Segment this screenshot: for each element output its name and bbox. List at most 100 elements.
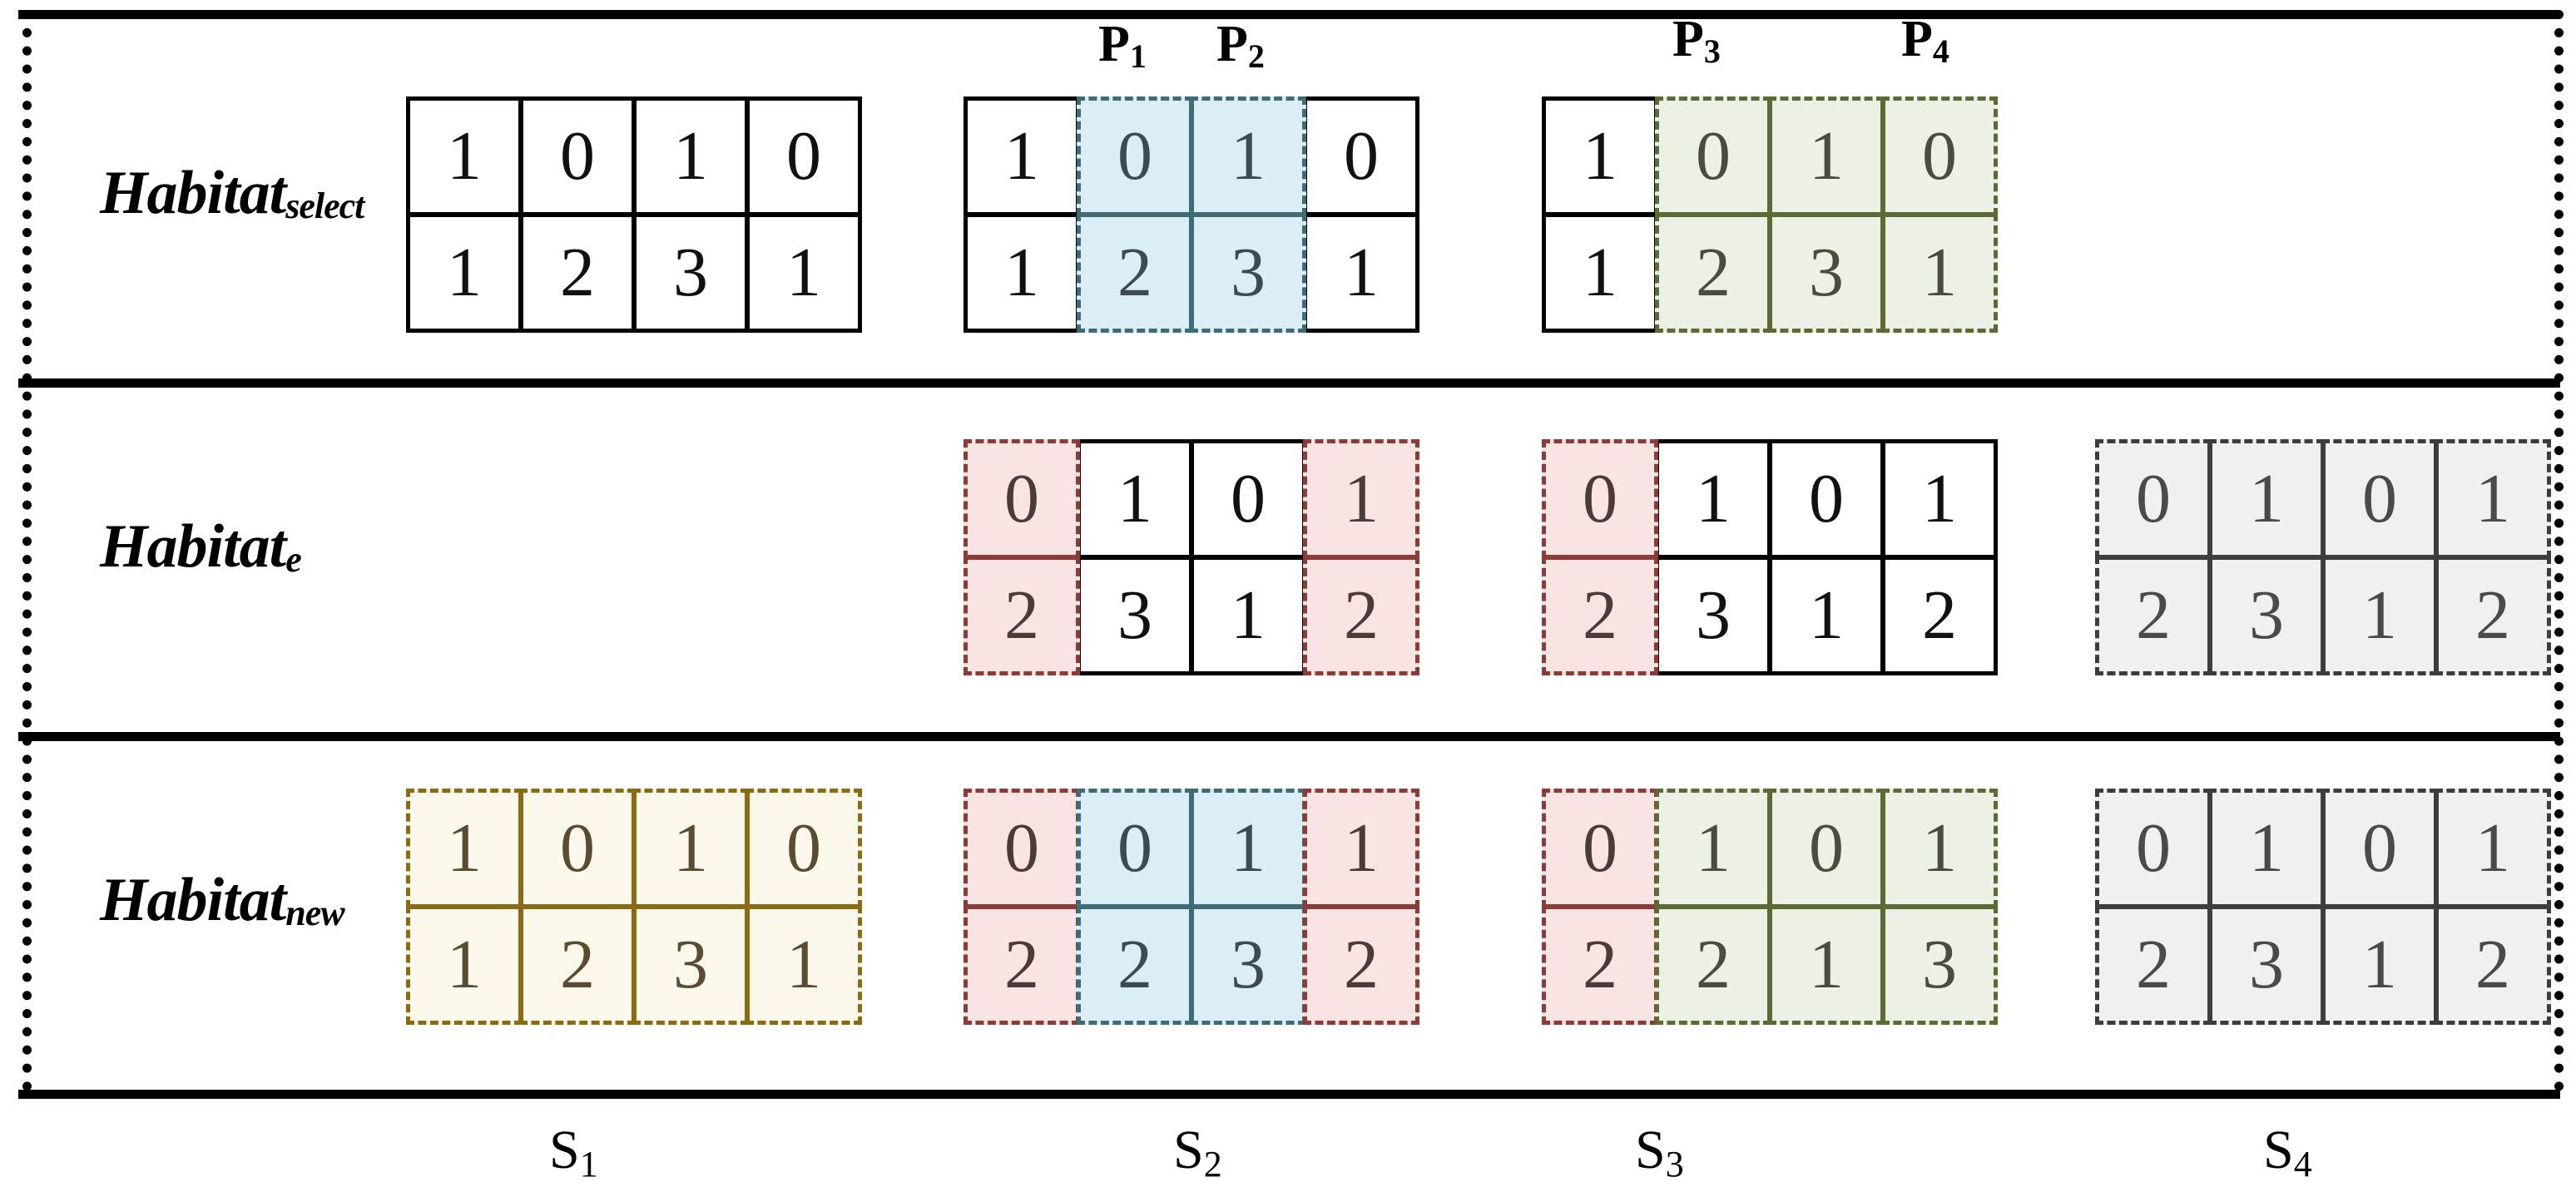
grid-cell: 1 [1768, 96, 1885, 216]
grid-cell: 0 [1542, 789, 1658, 908]
grid-cell: 0 [1655, 96, 1771, 216]
p-marker-3: P3 [1672, 10, 1721, 70]
grid-cell: 2 [1542, 556, 1658, 675]
grid-cell: 1 [2208, 789, 2325, 908]
grid-cell: 2 [2435, 556, 2551, 675]
p-marker-subscript: 4 [1932, 32, 1949, 70]
column-caption-main: S [1173, 1120, 1204, 1180]
grid-cell: 0 [1542, 439, 1658, 559]
grid-cell: 1 [1542, 96, 1658, 216]
grid-cell: 0 [2095, 789, 2212, 908]
grid-cell: 3 [632, 905, 749, 1025]
p-marker-subscript: 3 [1703, 32, 1721, 70]
grid-cell: 2 [2095, 905, 2212, 1025]
column-caption-S1: S1 [549, 1119, 598, 1185]
row-label-subscript: select [285, 185, 364, 226]
grid-cell: 3 [1655, 556, 1771, 675]
grid-cell: 1 [1881, 789, 1998, 908]
grid-cell: 1 [746, 213, 862, 333]
grid-cell: 0 [2321, 439, 2438, 559]
grid-cell: 2 [1077, 213, 1193, 333]
grid-cell: 0 [1881, 96, 1998, 216]
grid-cell: 1 [1303, 213, 1419, 333]
grid-cell: 1 [1768, 905, 1885, 1025]
row-label-main: Habitat [100, 512, 286, 581]
column-caption-subscript: 2 [1203, 1144, 1222, 1185]
grid-cell: 2 [964, 905, 1080, 1025]
grid-cell: 1 [632, 96, 749, 216]
grid-cell: 0 [1768, 789, 1885, 908]
grid-cell: 0 [519, 789, 636, 908]
grid-cell: 1 [1190, 789, 1306, 908]
grid-cell: 2 [1542, 905, 1658, 1025]
grid-cell: 2 [519, 213, 636, 333]
grid-cell: 1 [1190, 96, 1306, 216]
dotted-border-right [2554, 10, 2564, 1091]
grid-cell: 1 [1881, 213, 1998, 333]
grid-cell: 0 [2095, 439, 2212, 559]
grid-cell: 1 [406, 905, 523, 1025]
p-marker-main: P [1098, 16, 1130, 72]
grid-cell: 1 [1655, 789, 1771, 908]
grid-cell: 1 [1077, 439, 1193, 559]
grid-cell: 1 [1303, 789, 1419, 908]
grid-cell: 2 [1303, 556, 1419, 675]
grid-cell: 2 [1881, 556, 1998, 675]
grid-cell: 0 [1768, 439, 1885, 559]
grid-cell: 1 [1768, 556, 1885, 675]
horizontal-rule-2 [18, 378, 2560, 388]
grid-cell: 2 [964, 556, 1080, 675]
grid-cell: 1 [632, 789, 749, 908]
grid-cell: 0 [519, 96, 636, 216]
p-marker-subscript: 1 [1129, 37, 1147, 75]
column-caption-S4: S4 [2263, 1119, 2312, 1185]
grid-cell: 3 [1077, 556, 1193, 675]
grid-cell: 1 [1303, 439, 1419, 559]
row-label-select: Habitatselect [100, 158, 364, 229]
grid-cell: 2 [2095, 556, 2212, 675]
horizontal-rule-1 [18, 10, 2560, 19]
grid-cell: 1 [964, 213, 1080, 333]
grid-cell: 0 [1077, 96, 1193, 216]
grid-cell: 1 [2321, 556, 2438, 675]
grid-cell: 0 [1077, 789, 1193, 908]
grid-cell: 3 [2208, 556, 2325, 675]
p-marker-4: P4 [1901, 10, 1949, 70]
p-marker-main: P [1672, 11, 1704, 67]
column-caption-subscript: 1 [579, 1144, 598, 1185]
grid-cell: 1 [406, 96, 523, 216]
column-caption-main: S [2263, 1120, 2294, 1180]
horizontal-rule-4 [18, 1090, 2560, 1099]
grid-cell: 2 [1303, 905, 1419, 1025]
column-caption-S3: S3 [1635, 1119, 1684, 1185]
row-label-subscript: new [285, 893, 344, 933]
row-label-main: Habitat [100, 159, 286, 227]
grid-cell: 3 [2208, 905, 2325, 1025]
grid-cell: 1 [2435, 439, 2551, 559]
column-caption-subscript: 4 [2293, 1144, 2312, 1185]
grid-cell: 0 [2321, 789, 2438, 908]
grid-cell: 2 [519, 905, 636, 1025]
grid-cell: 1 [2435, 789, 2551, 908]
grid-cell: 1 [406, 789, 523, 908]
grid-cell: 0 [1190, 439, 1306, 559]
grid-cell: 0 [746, 789, 862, 908]
grid-cell: 3 [1190, 905, 1306, 1025]
column-caption-main: S [1635, 1120, 1666, 1180]
grid-cell: 2 [1077, 905, 1193, 1025]
row-label-subscript: e [285, 539, 302, 580]
grid-cell: 3 [632, 213, 749, 333]
grid-cell: 3 [1768, 213, 1885, 333]
grid-cell: 1 [406, 213, 523, 333]
p-marker-main: P [1901, 11, 1933, 67]
grid-cell: 3 [1190, 213, 1306, 333]
p-marker-2: P2 [1216, 15, 1265, 75]
column-caption-S2: S2 [1173, 1119, 1222, 1185]
grid-cell: 1 [964, 96, 1080, 216]
dotted-border-left [22, 10, 32, 1091]
